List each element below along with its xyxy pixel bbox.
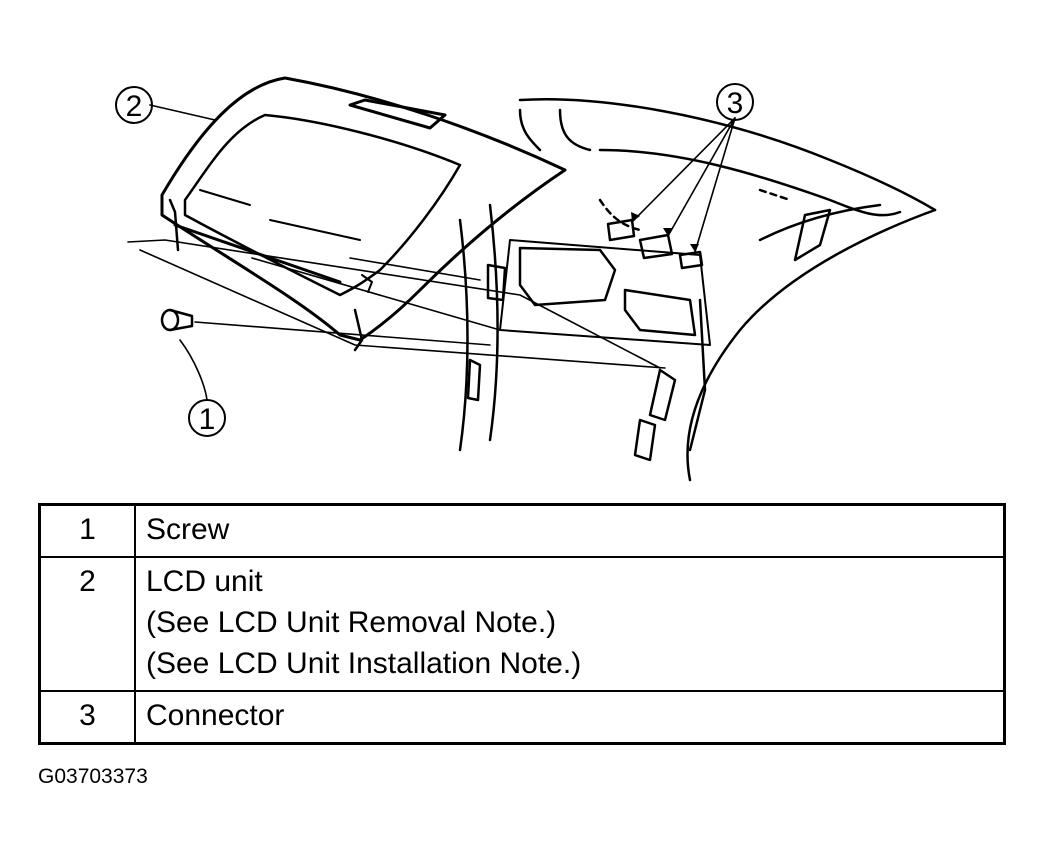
part-description-line: (See LCD Unit Installation Note.) [146,647,582,680]
part-description-line: LCD unit [146,565,263,598]
lcd-unit-shape [160,76,567,352]
parts-legend-table: 1 Screw 2 LCD unit (See LCD Unit Removal… [38,503,1006,745]
figure-id: G03703373 [38,765,148,788]
arrowheads [631,212,699,252]
part-description-line: (See LCD Unit Removal Note.) [146,606,557,639]
part-description: Screw [134,503,1006,558]
connectors [606,218,704,270]
part-number: 1 [38,503,136,558]
part-number: 2 [38,556,136,692]
callout-label-1: 1 [199,403,216,436]
callout-circle-2 [115,86,153,124]
lcd-unit-removal-illustration: 2 3 1 [115,76,937,482]
table-row: 1 Screw [38,503,1006,558]
part-number: 3 [38,690,136,745]
table-row: 2 LCD unit (See LCD Unit Removal Note.) … [38,556,1006,692]
callout-label-2: 2 [126,90,143,123]
callout-circle-3 [716,83,754,121]
leader-lines [127,104,736,401]
table-row: 3 Connector [38,690,1006,745]
callout-label-3: 3 [727,87,744,120]
part-description-line: Screw [146,513,230,546]
part-description: Connector [134,690,1006,745]
dashboard-outline [458,98,937,482]
part-description-line: Connector [146,699,285,732]
callout-circle-1 [188,399,226,437]
screw-shape [160,308,194,332]
part-description: LCD unit (See LCD Unit Removal Note.) (S… [134,556,1006,692]
